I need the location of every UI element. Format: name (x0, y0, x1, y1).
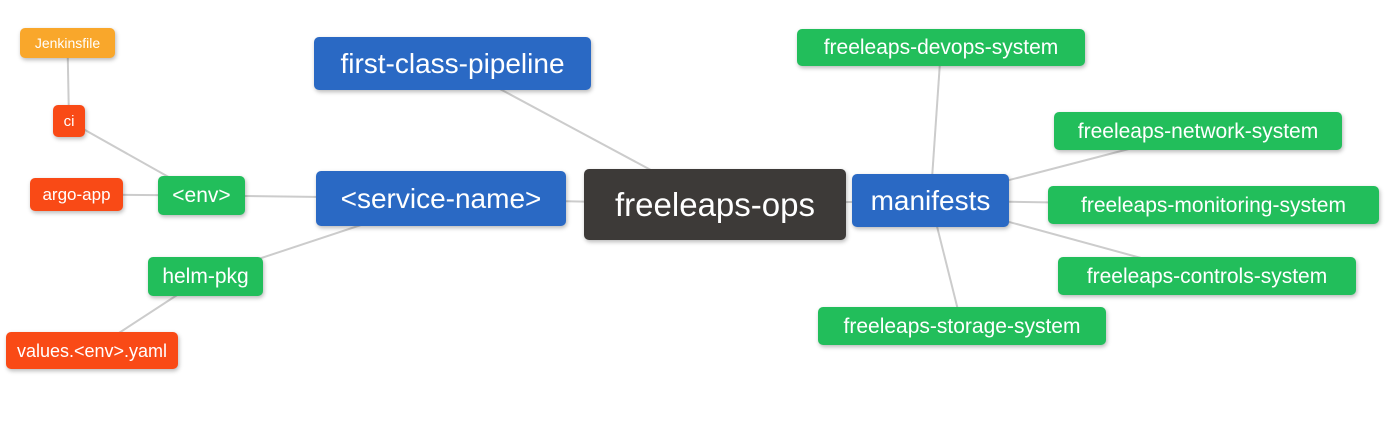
node-network-system[interactable]: freeleaps-network-system (1054, 112, 1342, 150)
node-storage-system[interactable]: freeleaps-storage-system (818, 307, 1106, 345)
node-service-name[interactable]: <service-name> (316, 171, 566, 226)
node-values-env-yaml[interactable]: values.<env>.yaml (6, 332, 178, 369)
node-argo-app[interactable]: argo-app (30, 178, 123, 211)
node-first-class-pipeline[interactable]: first-class-pipeline (314, 37, 591, 90)
node-devops-system[interactable]: freeleaps-devops-system (797, 29, 1085, 66)
node-jenkinsfile[interactable]: Jenkinsfile (20, 28, 115, 58)
node-ci[interactable]: ci (53, 105, 85, 137)
node-env[interactable]: <env> (158, 176, 245, 215)
node-controls-system[interactable]: freeleaps-controls-system (1058, 257, 1356, 295)
node-monitoring-system[interactable]: freeleaps-monitoring-system (1048, 186, 1379, 224)
node-helm-pkg[interactable]: helm-pkg (148, 257, 263, 296)
node-freeleaps-ops[interactable]: freeleaps-ops (584, 169, 846, 240)
node-manifests[interactable]: manifests (852, 174, 1009, 227)
